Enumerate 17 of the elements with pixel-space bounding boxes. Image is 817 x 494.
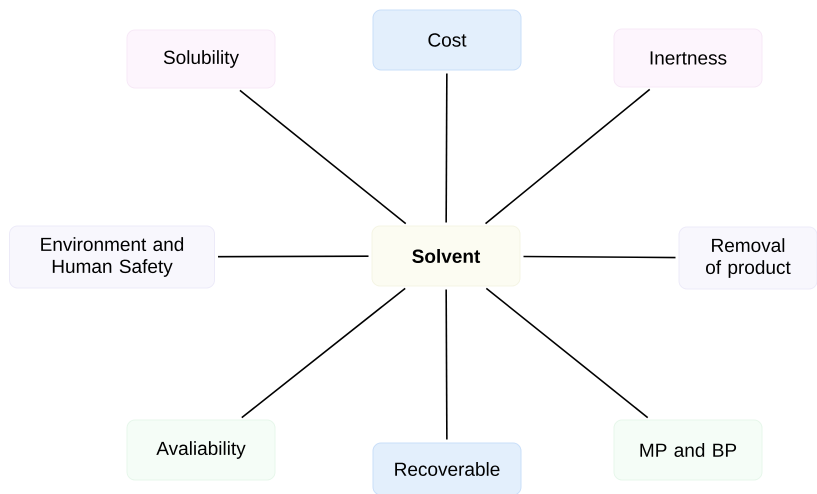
factor-box: MP and BP bbox=[614, 420, 762, 480]
connector-line bbox=[486, 288, 648, 418]
factor-box: Cost bbox=[372, 10, 522, 70]
factor-box: Avaliability bbox=[126, 420, 276, 480]
factor-box: Environment and Human Safety bbox=[9, 226, 215, 288]
connector-line bbox=[485, 88, 650, 224]
connector-line bbox=[218, 255, 368, 258]
connector-line bbox=[445, 289, 448, 440]
factor-box: Inertness bbox=[614, 28, 762, 88]
factor-box: Recoverable bbox=[372, 442, 522, 494]
connector-line bbox=[241, 288, 406, 418]
center-box: Solvent bbox=[372, 226, 520, 286]
connector-line bbox=[524, 256, 676, 258]
connector-line bbox=[239, 90, 406, 224]
factor-box: Removal of product bbox=[678, 226, 817, 290]
factor-box: Solubility bbox=[126, 30, 276, 88]
connector-line bbox=[445, 74, 448, 222]
